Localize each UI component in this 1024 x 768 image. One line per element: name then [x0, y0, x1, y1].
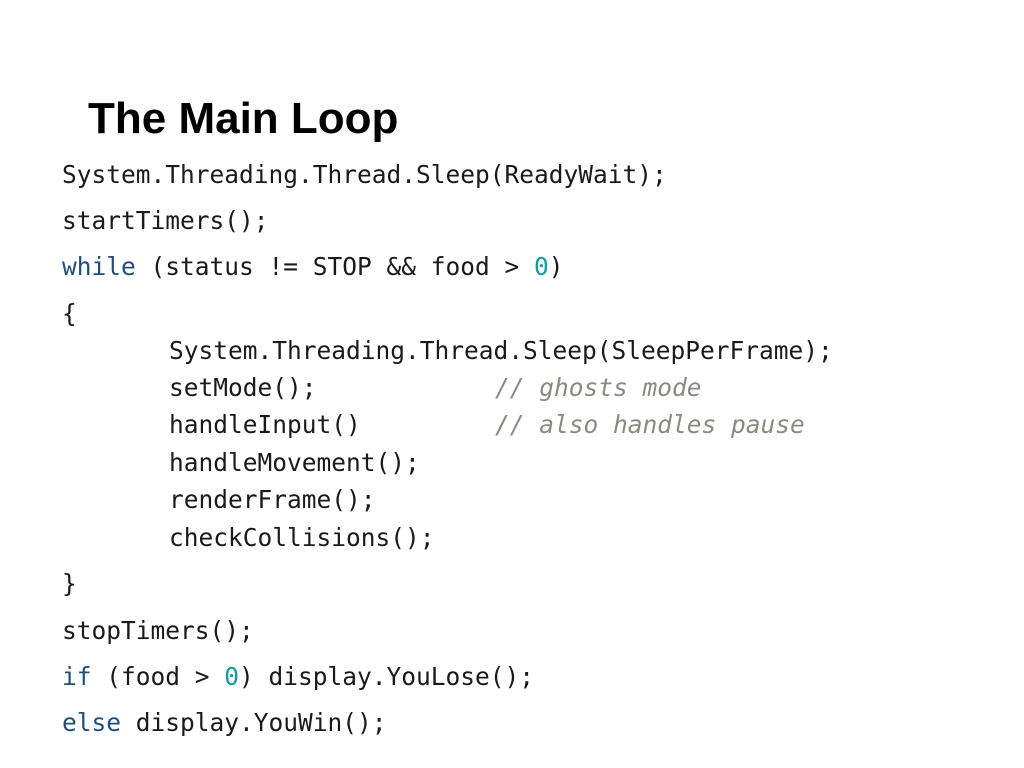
- open-brace: {: [62, 299, 77, 328]
- code-line: {: [62, 299, 77, 329]
- slide-title: The Main Loop: [88, 94, 399, 143]
- code-line: else display.YouWin();: [62, 708, 387, 738]
- code-text: stopTimers();: [62, 616, 254, 645]
- code-comment: // ghosts mode: [495, 373, 702, 402]
- code-line: checkCollisions();: [62, 523, 435, 553]
- number-literal: 0: [224, 662, 240, 691]
- code-text: display.YouWin();: [121, 708, 387, 737]
- code-line: setMode(); // ghosts mode: [62, 373, 702, 403]
- code-text: handleInput(): [169, 410, 361, 439]
- code-text: System.Threading.Thread.Sleep(SleepPerFr…: [169, 336, 833, 365]
- code-text: setMode();: [169, 373, 317, 402]
- number-literal: 0: [534, 252, 549, 281]
- code-line: handleInput() // also handles pause: [62, 410, 805, 440]
- code-text: System.Threading.Thread.Sleep(ReadyWait)…: [62, 160, 667, 189]
- code-line: System.Threading.Thread.Sleep(ReadyWait)…: [62, 160, 667, 190]
- code-text: renderFrame();: [169, 485, 376, 514]
- code-line: }: [62, 569, 77, 599]
- code-text: ) display.YouLose();: [239, 662, 535, 691]
- keyword: else: [62, 708, 122, 737]
- code-text: (status != STOP && food >: [135, 252, 535, 281]
- code-line: System.Threading.Thread.Sleep(SleepPerFr…: [62, 336, 833, 366]
- code-text: startTimers();: [62, 206, 269, 235]
- code-text: (food >: [91, 662, 225, 691]
- code-line: renderFrame();: [62, 485, 376, 515]
- keyword: while: [62, 252, 136, 281]
- code-line: startTimers();: [62, 206, 269, 236]
- code-line: if (food > 0) display.YouLose();: [62, 662, 534, 692]
- code-comment: // also handles pause: [495, 410, 805, 439]
- keyword: if: [62, 662, 92, 691]
- code-line: handleMovement();: [62, 448, 420, 478]
- code-line: stopTimers();: [62, 616, 254, 646]
- code-text: checkCollisions();: [169, 523, 435, 552]
- code-text: handleMovement();: [169, 448, 420, 477]
- code-line: while (status != STOP && food > 0): [62, 252, 564, 282]
- close-brace: }: [62, 569, 77, 598]
- code-text: ): [548, 252, 564, 281]
